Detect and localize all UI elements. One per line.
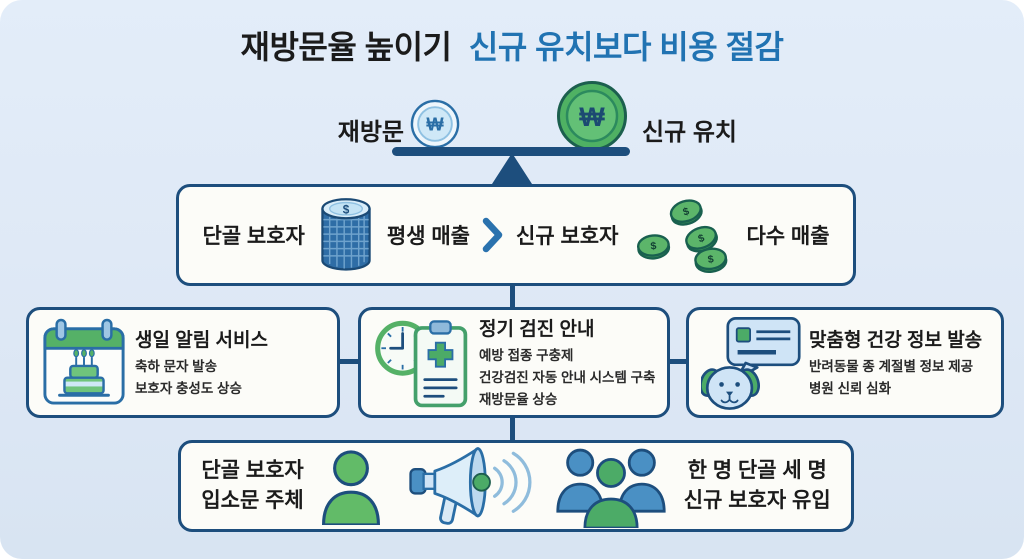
strategy-line: 반려동물 종 계절별 정보 제공	[809, 359, 974, 375]
strategy-line: 건강검진 자동 안내 시스템 구축	[479, 370, 656, 386]
page-title-dark: 재방문율 높이기	[240, 29, 452, 65]
multiple-revenue-label: 다수 매출	[746, 225, 830, 248]
coin-stack-icon: $	[321, 198, 371, 271]
word-of-mouth-box: 단골 보호자 입소문 주체	[178, 440, 854, 532]
wom-right-line: 한 명 단골 세 명	[687, 459, 827, 483]
sound-waves-icon	[492, 451, 532, 513]
wom-right-text: 한 명 단골 세 명 신규 보호자 유입	[684, 456, 831, 516]
greater-than-icon	[482, 217, 503, 253]
strategy-line: 병원 신뢰 심화	[809, 381, 892, 396]
connector-left	[339, 359, 359, 364]
dollar-symbol: $	[708, 254, 715, 266]
wom-left-line: 단골 보호자	[201, 459, 304, 483]
lifetime-revenue-label: 평생 매출	[386, 225, 470, 248]
connector-top	[510, 285, 515, 308]
connector-right	[669, 359, 687, 364]
wom-left-text: 단골 보호자 입소문 주체	[201, 456, 303, 516]
page-title-blue: 신규 유치보다 비용 절감	[468, 29, 784, 65]
strategy-box-health-info-text: 맞춤형 건강 정보 발송 반려동물 종 계절별 정보 제공 병원 신뢰 심화	[809, 325, 993, 400]
strategy-box-checkup: 정기 검진 안내 예방 접종 구충제 건강검진 자동 안내 시스템 구축 재방문…	[358, 307, 670, 418]
scale-right-label: 신규 유치	[642, 119, 737, 146]
new-guardian-label: 신규 보호자	[516, 225, 619, 248]
strategy-line: 축하 문자 발송	[135, 359, 218, 375]
dog-message-icon	[701, 316, 801, 410]
strategy-box-birthday: 생일 알림 서비스 축하 문자 발송 보호자 충성도 상승	[26, 307, 340, 418]
won-coin-small-icon: ₩	[410, 99, 460, 149]
person-icon	[321, 450, 380, 525]
strategy-title: 맞춤형 건강 정보 발송	[809, 330, 983, 352]
clock-clipboard-icon	[373, 315, 471, 411]
won-symbol: ₩	[426, 114, 444, 135]
scale-left-label: 재방문	[337, 119, 404, 146]
scale-fulcrum	[492, 153, 532, 184]
strategy-line: 보호자 충성도 상승	[135, 381, 242, 396]
birthday-calendar-icon	[41, 317, 127, 409]
loyal-guardian-label: 단골 보호자	[202, 225, 305, 248]
wom-right-line: 신규 보호자 유입	[683, 489, 831, 512]
strategy-title: 생일 알림 서비스	[135, 330, 268, 352]
dollar-symbol: $	[697, 233, 706, 245]
strategy-title: 정기 검진 안내	[479, 319, 595, 341]
dollar-symbol: $	[650, 241, 657, 253]
strategy-box-birthday-text: 생일 알림 서비스 축하 문자 발송 보호자 충성도 상승	[135, 325, 329, 400]
strategy-box-checkup-text: 정기 검진 안내 예방 접종 구충제 건강검진 자동 안내 시스템 구축 재방문…	[479, 314, 659, 411]
scale-beam	[392, 147, 630, 156]
connector-bottom	[510, 417, 515, 441]
page-title: 재방문율 높이기 신규 유치보다 비용 절감	[0, 22, 1024, 68]
won-coin-large-icon: ₩	[557, 81, 627, 151]
scattered-coins-icon: $ $ $ $	[637, 199, 728, 274]
dollar-symbol: $	[343, 203, 350, 216]
won-symbol: ₩	[579, 102, 605, 132]
strategy-line: 예방 접종 구충제	[479, 348, 574, 364]
strategy-box-health-info: 맞춤형 건강 정보 발송 반려동물 종 계절별 정보 제공 병원 신뢰 심화	[686, 307, 1004, 418]
megaphone-icon	[409, 447, 532, 525]
strategy-line: 재방문율 상승	[479, 391, 558, 407]
dollar-symbol: $	[682, 206, 691, 218]
revenue-comparison-box: 단골 보호자 $ 평생 매출 신규 보호자 $	[176, 184, 856, 286]
wom-left-line: 입소문 주체	[201, 489, 304, 512]
people-group-icon	[556, 448, 666, 528]
